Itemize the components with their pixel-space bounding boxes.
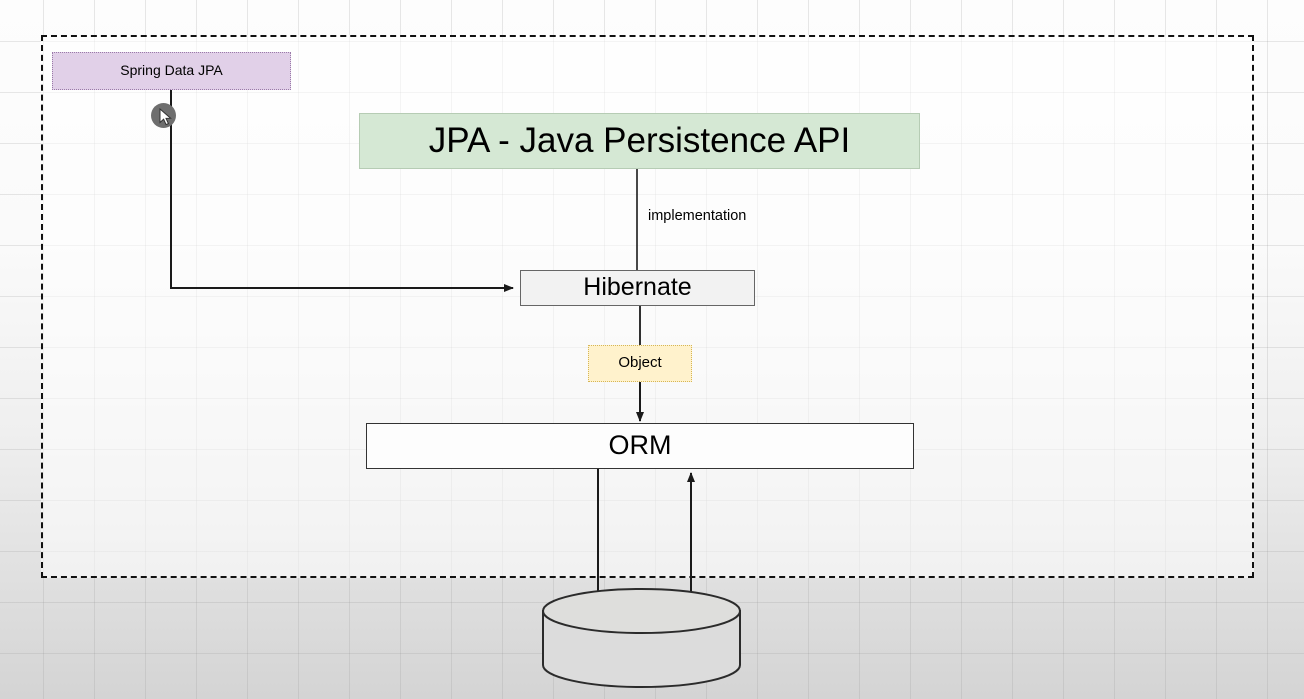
node-hibernate-label: Hibernate — [583, 273, 692, 302]
mouse-pointer-icon — [159, 108, 172, 126]
database-cylinder — [542, 588, 741, 688]
node-spring-data-jpa[interactable]: Spring Data JPA — [52, 52, 291, 90]
node-orm[interactable]: ORM — [366, 423, 914, 469]
edge-label-implementation: implementation — [648, 208, 747, 224]
node-spring-data-jpa-label: Spring Data JPA — [120, 62, 223, 79]
node-hibernate[interactable]: Hibernate — [520, 270, 755, 306]
node-jpa-label: JPA - Java Persistence API — [428, 120, 851, 160]
node-orm-label: ORM — [608, 430, 672, 461]
node-jpa[interactable]: JPA - Java Persistence API — [359, 113, 920, 169]
node-object-label: Object — [618, 354, 662, 372]
node-object[interactable]: Object — [588, 345, 692, 382]
